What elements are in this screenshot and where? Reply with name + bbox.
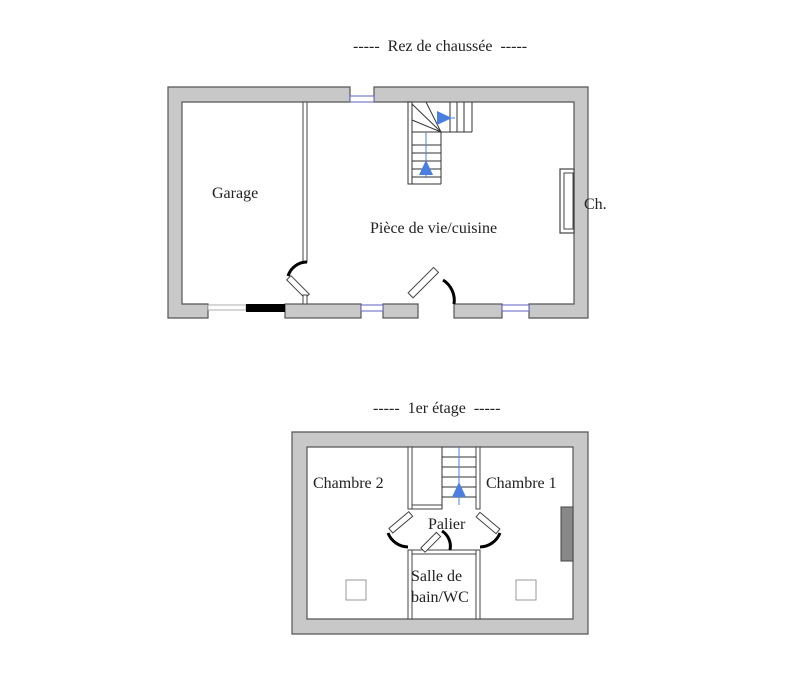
door-swing-garage — [286, 260, 308, 277]
door-swing-bathroom — [441, 529, 452, 551]
room-label-chambre2: Chambre 2 — [313, 475, 384, 492]
radiator — [560, 506, 574, 562]
partition-wall — [302, 101, 308, 263]
skylight-chambre2 — [345, 579, 367, 601]
stair-turn-arrow-icon — [437, 111, 452, 125]
first-floor-plan — [291, 431, 589, 635]
garage-door-panel — [246, 304, 285, 312]
stair-up-arrow-icon — [419, 160, 433, 175]
door-swing-chambre1 — [479, 532, 502, 549]
room-label-bathroom-line2: bain/WC — [411, 589, 469, 606]
first-floor-title: ----- 1er étage ----- — [373, 400, 501, 417]
window-bottom-1 — [360, 304, 384, 312]
stair-up-arrow-icon — [452, 482, 466, 497]
ground-floor-plan — [167, 86, 589, 319]
room-label-living: Pièce de vie/cuisine — [370, 220, 498, 237]
room-label-garage: Garage — [212, 185, 259, 202]
window-top — [349, 95, 375, 103]
wall-bottom-3 — [453, 303, 503, 319]
skylight-chambre1 — [515, 579, 537, 601]
door-swing-chambre2 — [386, 532, 409, 549]
room-label-palier: Palier — [428, 516, 466, 533]
door-leaf-chambre2 — [388, 510, 414, 534]
door-leaf-bathroom — [420, 531, 442, 553]
wall-bottom-1 — [284, 303, 362, 319]
garage-door-open-part — [207, 304, 247, 311]
ground-floor-title: ----- Rez de chaussée ----- — [353, 38, 528, 55]
window-bottom-2 — [501, 304, 530, 312]
door-leaf-entrance — [407, 266, 440, 299]
wall-right — [373, 86, 589, 319]
door-leaf-chambre1 — [475, 511, 501, 535]
wall-garage-left-top — [167, 86, 351, 319]
room-label-bathroom-line1: Salle de — [411, 568, 463, 585]
room-label-chambre1: Chambre 1 — [486, 475, 557, 492]
room-label-chimney: Ch. — [584, 196, 607, 213]
door-swing-entrance — [442, 278, 456, 305]
outer-wall-first — [291, 431, 589, 635]
wall-bottom-2 — [382, 303, 419, 319]
